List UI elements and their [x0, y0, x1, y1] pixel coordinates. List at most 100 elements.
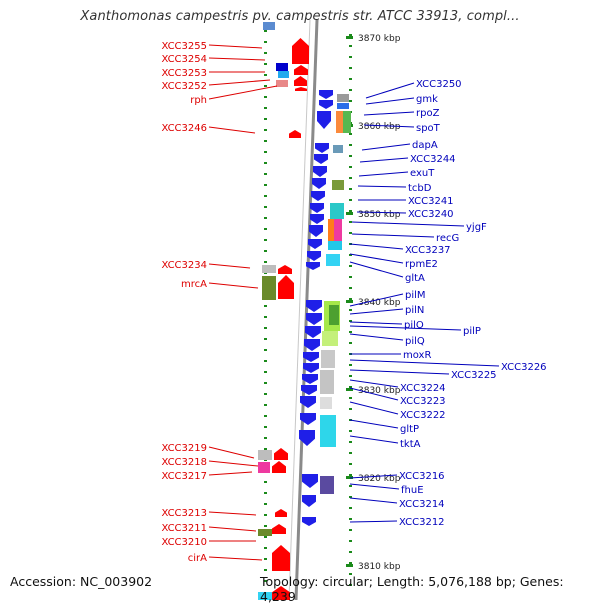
- gene-arrow-forward: [272, 524, 286, 534]
- leader-line: [208, 556, 263, 561]
- gene-label: pilN: [405, 305, 424, 316]
- gene-arrow-reverse: [300, 396, 316, 408]
- gene-label: mrcA: [181, 279, 207, 290]
- tick-mark: [349, 298, 352, 300]
- tick-mark: [264, 162, 267, 164]
- gene-arrow-reverse: [299, 430, 315, 446]
- gene-arrow-reverse: [315, 143, 329, 153]
- gene-label: exuT: [410, 168, 435, 179]
- tick-mark: [264, 129, 267, 131]
- gene-label: XCC3214: [399, 499, 445, 510]
- gene-label: XCC3252: [161, 81, 207, 92]
- gene-arrow-reverse: [312, 178, 326, 189]
- gene-feature-box: [326, 254, 340, 266]
- leader-line: [349, 419, 399, 429]
- major-tick: [346, 564, 353, 567]
- tick-mark: [349, 441, 352, 443]
- gene-label: gltA: [405, 273, 425, 284]
- gene-label: recG: [436, 233, 459, 244]
- major-tick: [346, 388, 353, 391]
- major-tick: [346, 300, 353, 303]
- gene-label: XCC3210: [161, 537, 207, 548]
- gene-label: XCC3211: [161, 523, 207, 534]
- tick-mark: [264, 514, 267, 516]
- tick-mark: [349, 177, 352, 179]
- major-tick: [346, 212, 353, 215]
- scale-ticks-left: [264, 30, 267, 582]
- tick-mark: [264, 558, 267, 560]
- tick-mark: [349, 210, 352, 212]
- tick-mark: [349, 430, 352, 432]
- gene-arrow-forward: [294, 65, 308, 75]
- leader-line: [349, 401, 399, 415]
- leader-line: [349, 293, 404, 307]
- tick-mark: [349, 188, 352, 190]
- gene-label: XCC3246: [161, 123, 207, 134]
- tick-mark: [349, 100, 352, 102]
- gene-label: rpoZ: [416, 108, 440, 119]
- tick-mark: [349, 221, 352, 223]
- major-tick: [346, 36, 353, 39]
- kbp-label: 3830 kbp: [358, 386, 401, 396]
- tick-mark: [264, 415, 267, 417]
- leader-line: [208, 263, 251, 269]
- gene-arrow-reverse: [309, 225, 323, 237]
- leader-line: [356, 211, 407, 214]
- gene-arrow-forward: [272, 461, 286, 473]
- tick-mark: [349, 67, 352, 69]
- tick-mark: [349, 133, 352, 135]
- tick-mark: [264, 580, 267, 582]
- gene-arrow-reverse: [319, 100, 333, 109]
- leader-line: [349, 483, 400, 490]
- tick-mark: [264, 151, 267, 153]
- gene-feature-box: [258, 592, 272, 600]
- leader-line: [349, 308, 404, 315]
- tick-mark: [349, 199, 352, 201]
- gene-label: XCC3216: [399, 471, 445, 482]
- gene-arrow-reverse: [310, 203, 324, 213]
- backbone-edge: [288, 19, 311, 600]
- gene-label: pilO: [404, 320, 424, 331]
- gene-arrow-forward: [275, 509, 287, 517]
- tick-mark: [264, 41, 267, 43]
- accession-text: Accession: NC_003902: [10, 574, 153, 589]
- tick-mark: [349, 518, 352, 520]
- gene-arrow-reverse: [314, 154, 328, 164]
- gene-feature-box: [328, 219, 336, 241]
- kbp-label: 3850 kbp: [358, 210, 401, 220]
- leader-line: [349, 387, 399, 401]
- gene-arrow-forward: [294, 76, 307, 86]
- leader-line: [349, 520, 398, 523]
- gene-label: XCC3219: [161, 443, 207, 454]
- kbp-label: 3820 kbp: [358, 474, 401, 484]
- tick-mark: [349, 364, 352, 366]
- leader-line: [361, 143, 411, 151]
- tick-mark: [349, 408, 352, 410]
- leader-line: [349, 321, 403, 325]
- gene-arrow-reverse: [311, 191, 325, 201]
- leader-line: [349, 474, 398, 479]
- tick-mark: [264, 448, 267, 450]
- tick-mark: [264, 96, 267, 98]
- kbp-label: 3810 kbp: [358, 562, 401, 572]
- map-title: Xanthomonas campestris pv. campestris st…: [80, 9, 520, 24]
- gene-arrow-reverse: [302, 495, 316, 507]
- gene-arrow-forward: [274, 448, 288, 460]
- gene-arrow-forward: [272, 586, 290, 600]
- tick-mark: [349, 342, 352, 344]
- tick-mark: [349, 155, 352, 157]
- tick-mark: [349, 232, 352, 234]
- gene-label: tcbD: [408, 183, 432, 194]
- leader-line: [208, 471, 253, 476]
- leader-line: [357, 185, 407, 188]
- tick-mark: [264, 239, 267, 241]
- tick-mark: [264, 503, 267, 505]
- gene-arrow-reverse: [313, 166, 327, 177]
- tick-mark: [264, 338, 267, 340]
- leader-line: [365, 82, 415, 99]
- gene-feature-box: [263, 22, 275, 30]
- tick-mark: [349, 287, 352, 289]
- tick-mark: [349, 45, 352, 47]
- tick-mark: [264, 426, 267, 428]
